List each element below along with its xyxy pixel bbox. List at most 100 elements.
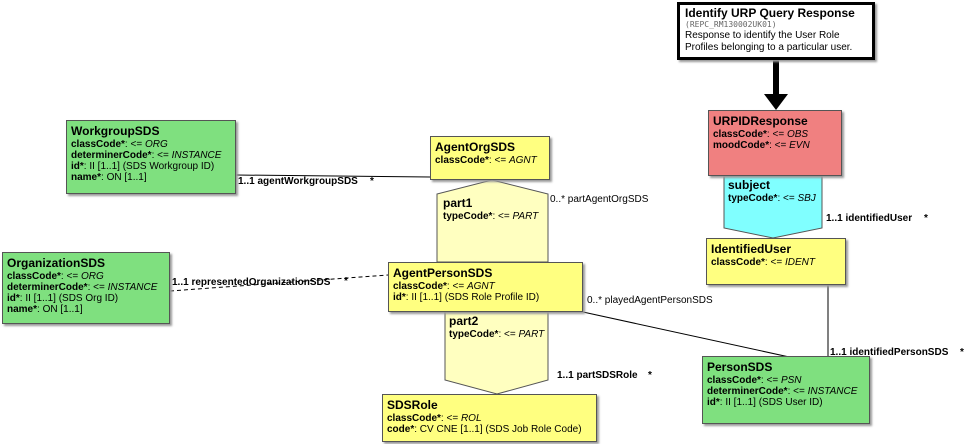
attribute-list: typeCode*: <= PART <box>443 211 538 222</box>
label-identified-user: 1..1 identifiedUser <box>826 213 913 224</box>
attribute-name: determinerCode* <box>71 150 152 161</box>
attribute-name: determinerCode* <box>7 282 88 293</box>
attribute-list: typeCode*: <= PART <box>449 329 544 340</box>
attribute-name: id* <box>7 293 20 304</box>
attribute-value: ROL <box>460 413 482 424</box>
attribute-value: ON [1..1] <box>42 304 83 315</box>
attribute-line: code*: CV CNE [1..1] (SDS Job Role Code) <box>387 424 582 435</box>
label-identified-person-star: * <box>960 347 964 358</box>
class-title: AgentPersonSDS <box>393 266 493 280</box>
attribute-line: id*: II [1..1] (SDS User ID) <box>707 397 823 408</box>
attribute-line: classCode*: <= AGNT <box>393 281 495 292</box>
attribute-value: EVN <box>789 140 810 151</box>
act-relationship-subject[interactable]: subject typeCode*: <= SBJ <box>728 178 816 204</box>
attribute-line: classCode*: <= ROL <box>387 413 482 424</box>
class-title: OrganizationSDS <box>7 256 106 270</box>
attribute-name: id* <box>393 292 406 303</box>
participation-title: part1 <box>443 196 473 210</box>
class-title: PersonSDS <box>707 360 773 374</box>
attribute-value: IDENT <box>784 257 815 268</box>
label-identified-user-star: * <box>924 213 928 224</box>
attribute-line: id*: II [1..1] (SDS Workgroup ID) <box>71 161 215 172</box>
part2-shape <box>444 311 549 395</box>
class-title: WorkgroupSDS <box>71 124 160 138</box>
assoc-line-represented-organization <box>169 274 389 292</box>
attribute-value: AGNT <box>508 155 537 166</box>
attribute-line: id*: II [1..1] (SDS Org ID) <box>7 293 119 304</box>
attribute-value: ON [1..1] <box>106 172 147 183</box>
assoc-line-played-agent-person <box>582 311 804 361</box>
class-identified-user[interactable]: IdentifiedUser classCode*: <= IDENT <box>706 238 846 285</box>
attribute-value: PSN <box>780 375 802 386</box>
attribute-name: classCode* <box>71 139 125 150</box>
attribute-value: AGNT <box>466 281 495 292</box>
label-identified-person: 1..1 identifiedPersonSDS <box>830 347 949 358</box>
attribute-value: II [1..1] (SDS Role Profile ID) <box>411 292 540 303</box>
label-agent-workgroup: 1..1 agentWorkgroupSDS <box>238 176 358 187</box>
interaction-arrow-head <box>764 94 788 110</box>
attribute-line: determinerCode*: <= INSTANCE <box>71 150 222 161</box>
attribute-list: classCode*: <= IDENT <box>711 257 841 268</box>
attribute-name: name* <box>7 304 38 315</box>
act-relationship-title: subject <box>728 178 771 192</box>
attribute-list: classCode*: <= AGNT <box>435 155 545 166</box>
label-part-sds-role-star: * <box>648 370 652 381</box>
attribute-name: typeCode* <box>449 329 499 340</box>
class-agent-org-sds[interactable]: AgentOrgSDS classCode*: <= AGNT <box>430 136 550 180</box>
attribute-line: name*: ON [1..1] <box>71 172 147 183</box>
attribute-line: classCode*: <= ORG <box>7 271 104 282</box>
attribute-line: classCode*: <= AGNT <box>435 155 537 166</box>
attribute-name: typeCode* <box>443 211 493 222</box>
label-represented-org-star: * <box>344 276 348 287</box>
attribute-name: classCode* <box>7 271 61 282</box>
attribute-name: code* <box>387 424 415 435</box>
attribute-name: classCode* <box>711 257 765 268</box>
attribute-value: SBJ <box>797 193 816 204</box>
attribute-line: typeCode*: <= PART <box>449 329 545 340</box>
attribute-value: PART <box>518 329 545 340</box>
attribute-name: classCode* <box>713 129 767 140</box>
attribute-name: classCode* <box>707 375 761 386</box>
attribute-value: II [1..1] (SDS Workgroup ID) <box>89 161 215 172</box>
attribute-line: moodCode*: <= EVN <box>713 140 810 151</box>
attribute-value: OBS <box>786 129 809 140</box>
attribute-name: moodCode* <box>713 140 770 151</box>
interaction-box: Identify URP Query Response (REPC_RM1300… <box>677 2 875 60</box>
label-represented-org: 1..1 representedOrganizationSDS <box>172 277 331 288</box>
attribute-name: id* <box>707 397 720 408</box>
attribute-value: INSTANCE <box>107 282 158 293</box>
attribute-line: classCode*: <= PSN <box>707 375 802 386</box>
attribute-list: typeCode*: <= SBJ <box>728 193 816 204</box>
attribute-name: determinerCode* <box>707 386 788 397</box>
attribute-value: CV CNE [1..1] (SDS Job Role Code) <box>419 424 582 435</box>
class-title: URPIDResponse <box>713 114 808 128</box>
attribute-name: typeCode* <box>728 193 778 204</box>
participation-title: part2 <box>449 314 479 328</box>
assoc-line-agent-workgroup <box>235 174 431 178</box>
label-agent-workgroup-star: * <box>370 176 374 187</box>
attribute-name: classCode* <box>387 413 441 424</box>
class-title: AgentOrgSDS <box>435 140 516 154</box>
attribute-value: INSTANCE <box>171 150 222 161</box>
attribute-value: PART <box>512 211 539 222</box>
attribute-name: name* <box>71 172 102 183</box>
participation-part2[interactable]: part2 typeCode*: <= PART <box>449 314 544 340</box>
interaction-title: Identify URP Query Response <box>685 6 855 20</box>
attribute-value: II [1..1] (SDS Org ID) <box>25 293 119 304</box>
attribute-line: id*: II [1..1] (SDS Role Profile ID) <box>393 292 540 303</box>
participation-part1[interactable]: part1 typeCode*: <= PART <box>443 196 538 222</box>
attribute-value: II [1..1] (SDS User ID) <box>725 397 823 408</box>
attribute-line: typeCode*: <= SBJ <box>728 193 816 204</box>
